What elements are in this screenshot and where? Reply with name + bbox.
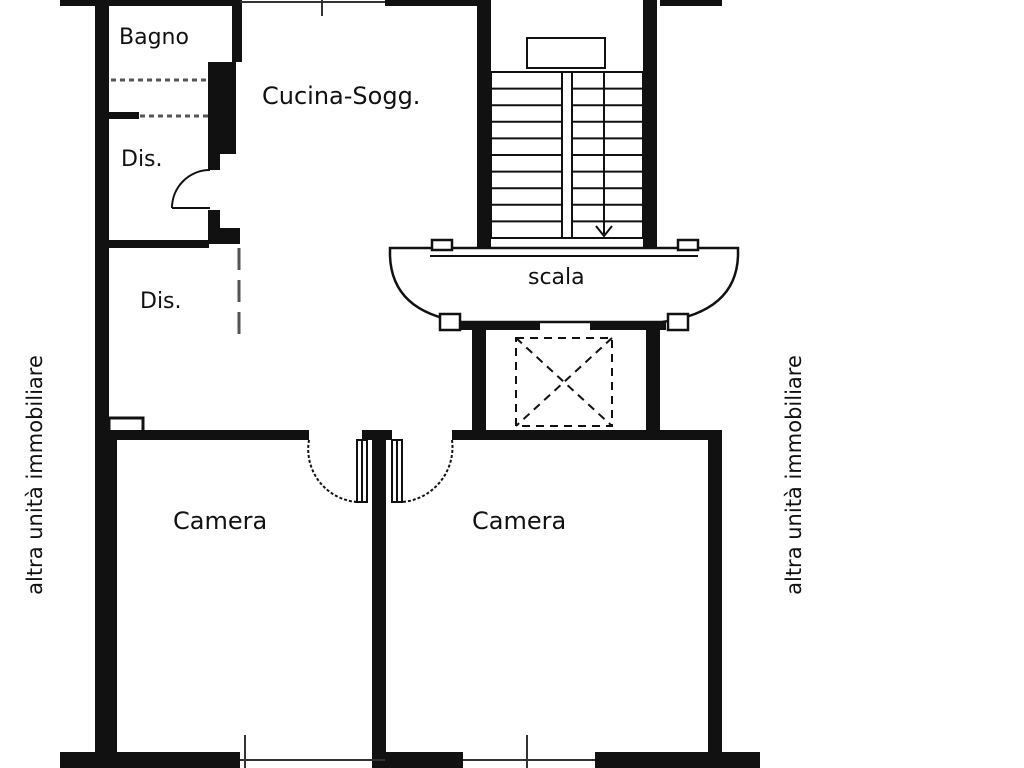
wall-stair-left (477, 0, 491, 248)
wall-dis-corner (218, 228, 240, 244)
lift-shaft (515, 337, 613, 427)
wall-stair-right (643, 0, 657, 248)
wall-camera-left-inner (109, 440, 117, 768)
wall-bottom-right (595, 752, 760, 768)
wall-dis-right-upper (208, 150, 220, 170)
wall-top-mid (385, 0, 480, 6)
wall-top-right (660, 0, 722, 6)
stair-steps (490, 71, 644, 239)
door-camera-right (391, 439, 454, 503)
landing-outline (388, 246, 740, 324)
wall-lift-left (472, 328, 486, 433)
room-label-cucina: Cucina-Sogg. (262, 82, 420, 110)
wall-h-right (452, 430, 720, 440)
door-dis-swing (171, 169, 211, 209)
wall-top-left (60, 0, 240, 6)
wall-h-left (109, 430, 309, 440)
wall-bagno-jamb (208, 62, 236, 154)
wall-outer-left (95, 0, 109, 768)
room-label-scala: scala (528, 265, 585, 290)
room-label-camera-left: Camera (173, 507, 267, 535)
wall-bagno-dis (109, 112, 139, 119)
room-label-dis-lower: Dis. (140, 289, 182, 314)
landing-post-br (666, 312, 690, 332)
room-label-dis-upper: Dis. (121, 147, 163, 172)
wall-bagno-right (232, 0, 242, 62)
windows (240, 0, 595, 768)
side-label-right: altra unità immobiliare (782, 355, 806, 595)
staircase (490, 37, 644, 239)
side-label-left: altra unità immobiliare (23, 355, 47, 595)
landing-post-tl (430, 238, 454, 252)
wall-dis-bottom (109, 240, 209, 248)
wall-lift-right (646, 328, 660, 433)
stair-center-well (561, 71, 573, 239)
room-label-camera-right: Camera (472, 507, 566, 535)
sliding-doors (111, 78, 241, 340)
walls (60, 0, 760, 768)
wall-landing-bottom-left (458, 322, 540, 330)
stair-arrow-head (595, 225, 613, 238)
wall-bottom-left (60, 752, 240, 768)
wall-outer-right (708, 430, 722, 768)
wall-dis-right-lower (208, 210, 220, 244)
landing-post-bl (438, 312, 462, 332)
stair-top-box (526, 37, 606, 69)
landing (388, 238, 740, 332)
door-camera-left (307, 439, 368, 503)
wall-landing-bottom-right (590, 322, 666, 330)
room-label-bagno: Bagno (119, 25, 189, 50)
wall-bottom-mid (385, 752, 463, 768)
landing-post-tr (676, 238, 700, 252)
wall-small-square (107, 416, 145, 434)
wall-camera-divider (372, 430, 386, 768)
